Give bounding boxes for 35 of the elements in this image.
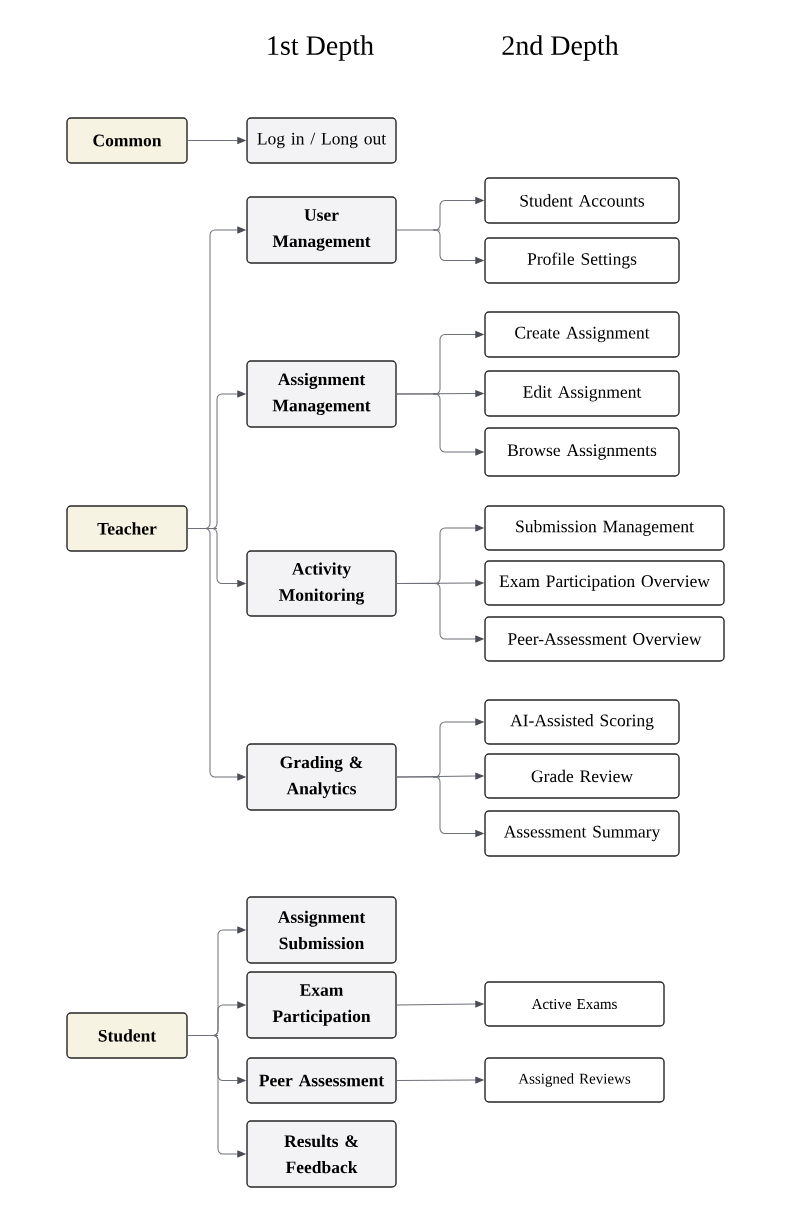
submenu-box: Grade Review [484,753,680,799]
category-box: Student [66,1012,188,1059]
arrow [396,1000,484,1008]
menu-box: Assignment Management [246,360,397,428]
arrow [187,137,246,144]
menu-box: Assignment Submission [246,896,397,964]
branching-arrow [187,926,246,1158]
submenu-box: AI-Assisted Scoring [484,699,680,745]
menu-box: Activity Monitoring [246,550,397,617]
category-box: Common [66,117,188,164]
submenu-box: Student Accounts [484,177,680,224]
menu-box: Peer Assessment [246,1057,397,1104]
branching-arrow [396,197,484,264]
column-heading: 2nd Depth [502,35,619,61]
branching-arrow [396,718,484,837]
category-box: Teacher [66,505,188,552]
submenu-box: Active Exams [484,981,665,1027]
submenu-box: Create Assignment [484,311,680,358]
submenu-box: Assigned Reviews [484,1057,665,1103]
submenu-box: Peer-Assessment Overview [484,616,725,662]
submenu-box: Assessment Summary [484,810,680,857]
arrow [396,1076,484,1084]
submenu-box: Profile Settings [484,237,680,284]
submenu-box: Edit Assignment [484,370,680,417]
branching-arrow [396,331,484,456]
submenu-box: Submission Management [484,505,725,551]
menu-box: User Management [246,196,397,264]
branching-arrow [187,226,246,781]
submenu-box: Browse Assignments [484,427,680,477]
menu-box: Results & Feedback [246,1120,397,1188]
column-heading: 1st Depth [268,35,374,61]
menu-box: Log in / Long out [246,117,397,164]
submenu-box: Exam Participation Overview [484,560,725,606]
menu-box: Grading & Analytics [246,743,397,811]
menu-box: Exam Participation [246,971,397,1039]
